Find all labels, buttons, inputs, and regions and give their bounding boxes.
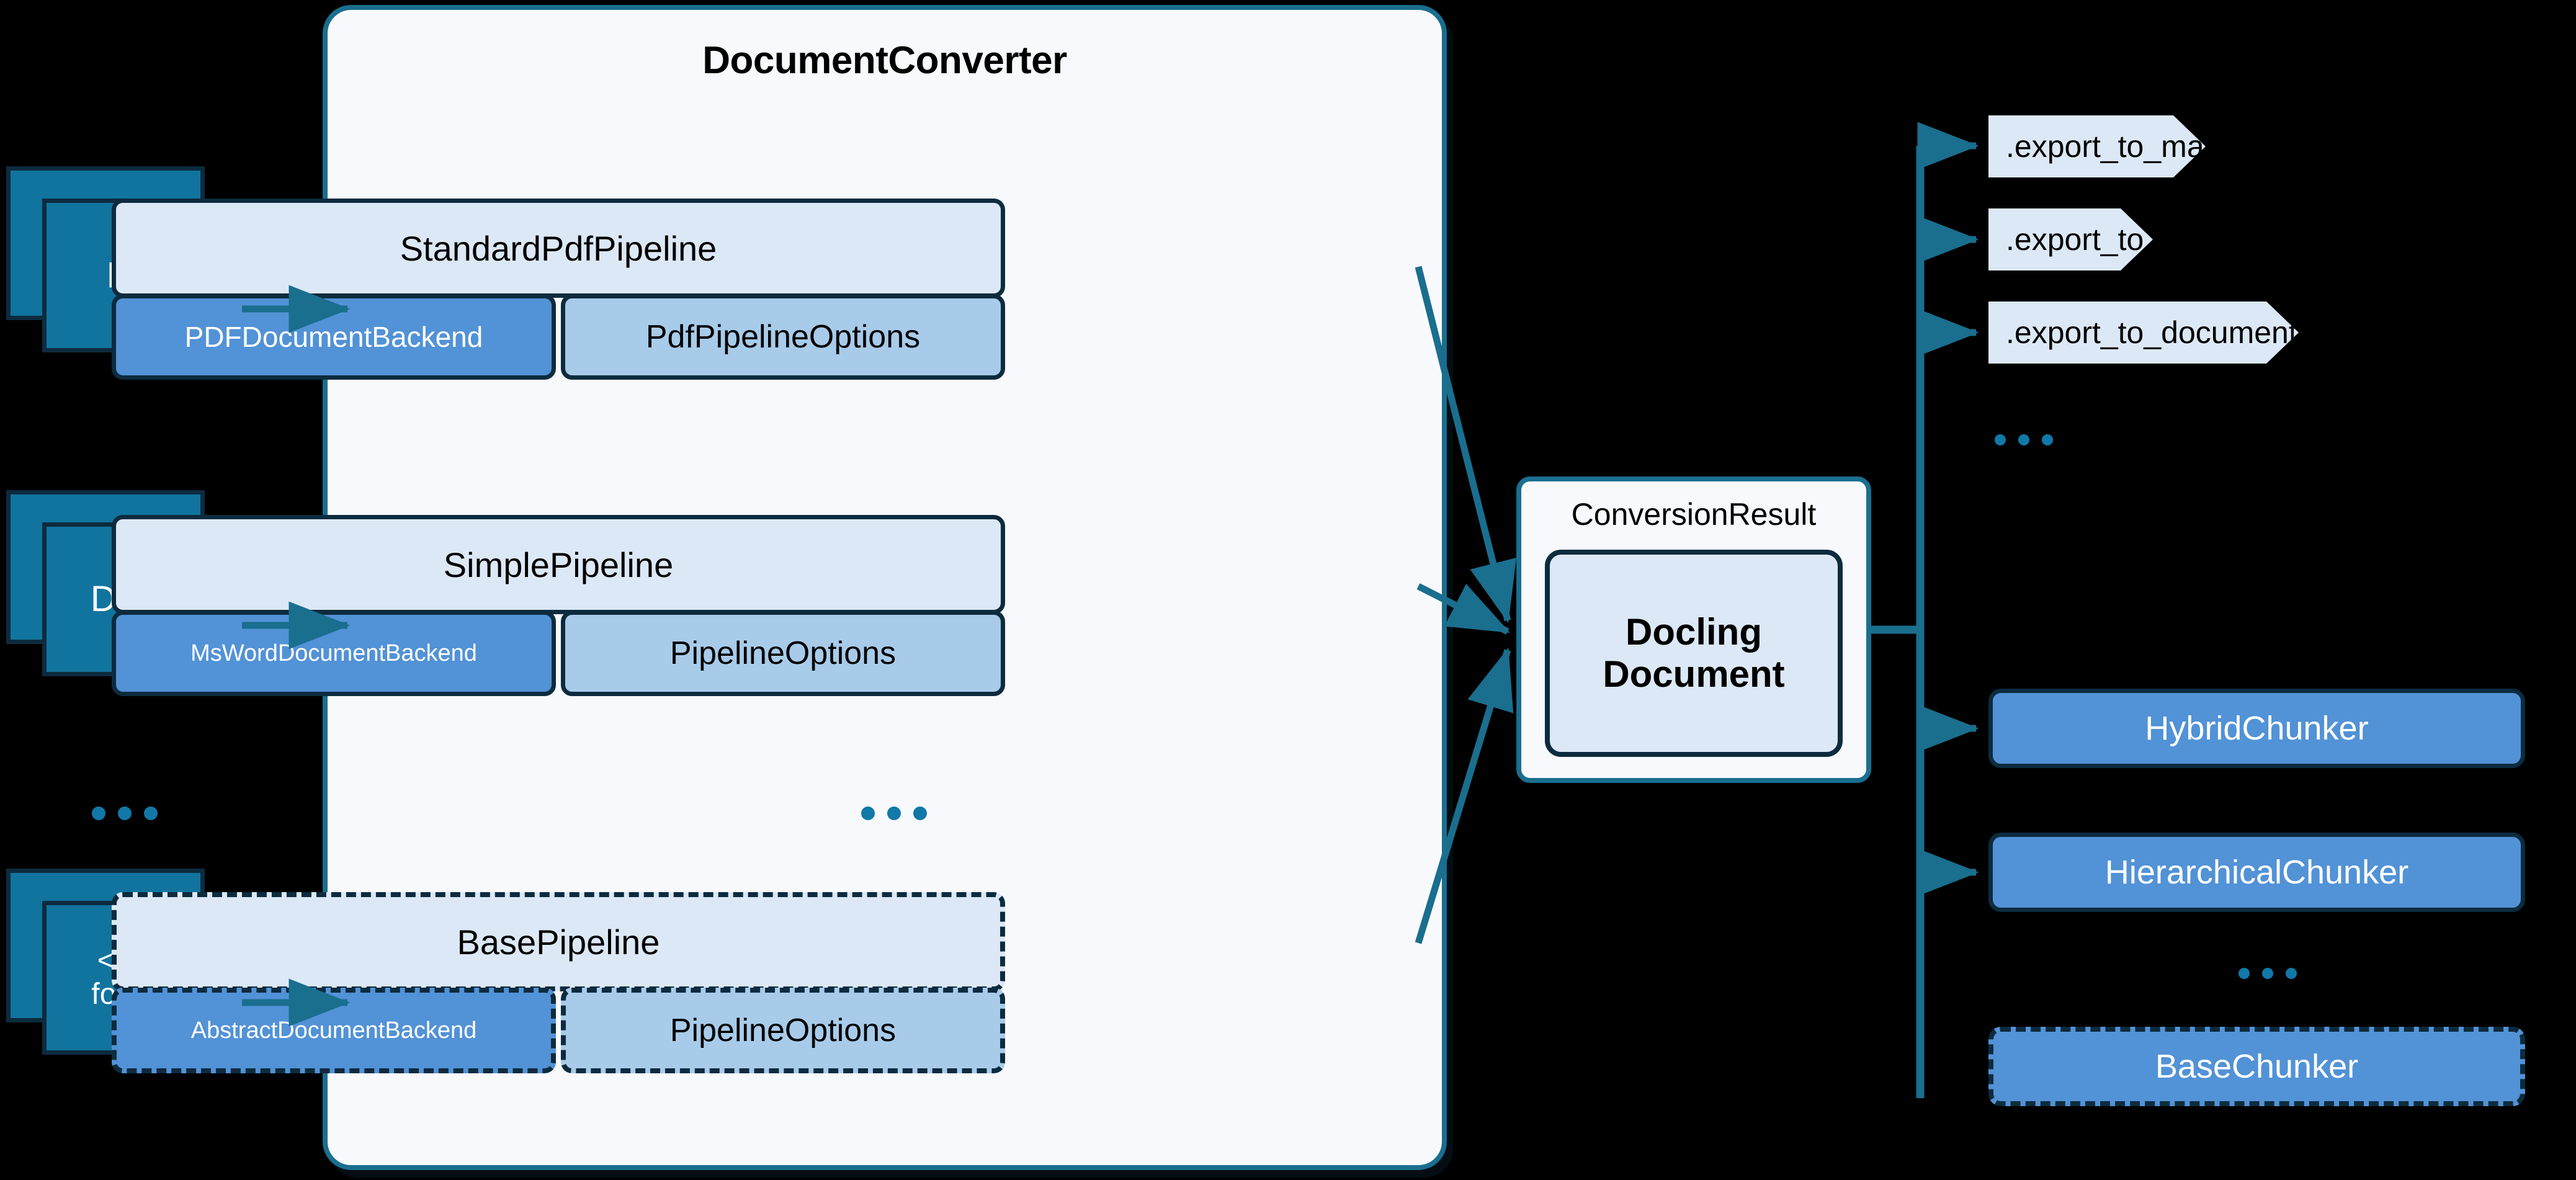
pipeline-components-row: MsWordDocumentBackend PipelineOptions [112,610,1005,696]
input-ellipsis [92,807,158,820]
export-dict-label: .export_to_dict() [2006,222,2230,257]
exports-ellipsis [1995,434,2053,445]
pipeline-header: SimplePipeline [112,515,1005,614]
docling-document-box[interactable]: Docling Document [1545,550,1843,757]
pipeline-backend[interactable]: AbstractDocumentBackend [112,988,556,1073]
pipeline-components-row: AbstractDocumentBackend PipelineOptions [112,988,1005,1073]
pipeline-components-row: PDFDocumentBackend PdfPipelineOptions [112,294,1005,380]
chunker-hybrid[interactable]: HybridChunker [1988,689,2525,768]
chunker-base[interactable]: BaseChunker [1988,1027,2525,1106]
pipeline-group-basepipeline[interactable]: BasePipeline AbstractDocumentBackend Pip… [112,892,1005,1073]
export-markdown-label: .export_to_markdown() [2006,129,2325,164]
export-document-tokens-label: .export_to_document_tokens() [2006,315,2427,350]
chunker-label: BaseChunker [2155,1048,2359,1085]
chunker-label: HierarchicalChunker [2104,854,2409,891]
page-title: DocumentConverter [702,39,1067,82]
pipeline-backend[interactable]: PDFDocumentBackend [112,294,556,380]
chunker-hierarchical[interactable]: HierarchicalChunker [1988,833,2525,912]
pipeline-options[interactable]: PdfPipelineOptions [561,294,1005,380]
pipeline-backend[interactable]: MsWordDocumentBackend [112,610,556,696]
chunker-label: HybridChunker [2145,710,2369,747]
pipeline-header: BasePipeline [112,892,1005,991]
export-document-tokens-chevron[interactable]: .export_to_document_tokens() [1988,302,2299,364]
pipeline-options[interactable]: PipelineOptions [561,988,1005,1073]
pipeline-group-standardpdfpipeline[interactable]: StandardPdfPipeline PDFDocumentBackend P… [112,199,1005,380]
export-markdown-chevron[interactable]: .export_to_markdown() [1988,115,2206,177]
chunkers-ellipsis [2238,968,2297,979]
pipeline-header: StandardPdfPipeline [112,199,1005,298]
pipeline-group-simplepipeline[interactable]: SimplePipeline MsWordDocumentBackend Pip… [112,515,1005,696]
converter-ellipsis [861,807,927,820]
export-dict-chevron[interactable]: .export_to_dict() [1988,208,2153,270]
conversion-result-title: ConversionResult [1571,497,1817,532]
result-outgoing-trunk [1871,146,1925,1098]
conversion-result-container: ConversionResult Docling Document [1516,476,1871,783]
pipeline-options[interactable]: PipelineOptions [561,610,1005,696]
